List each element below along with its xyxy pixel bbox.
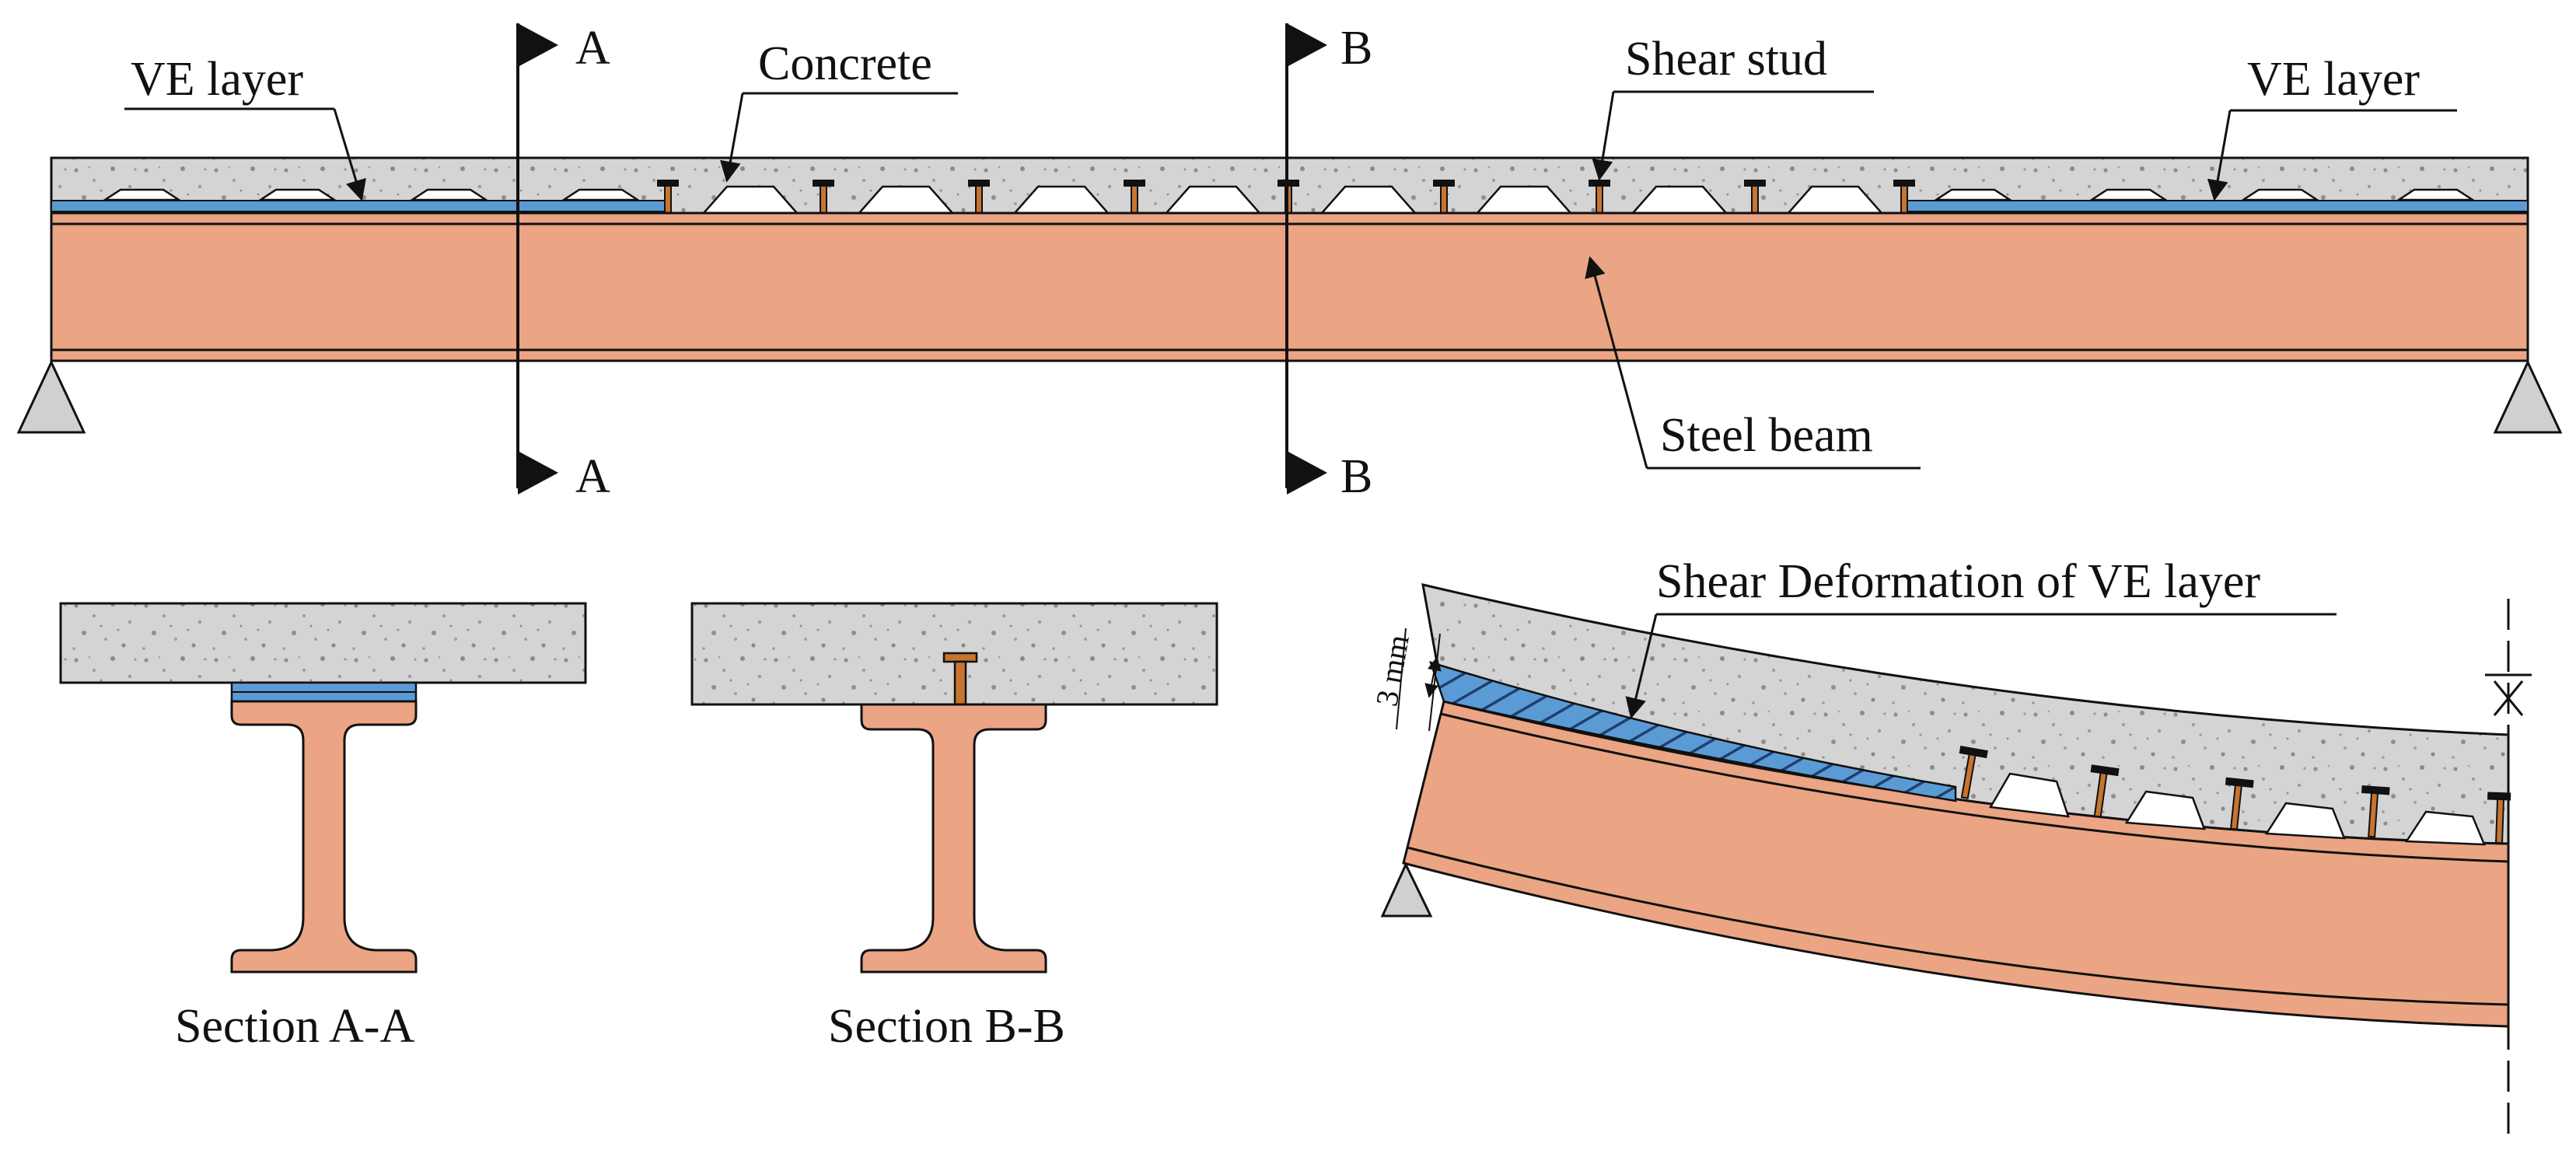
support-right — [2493, 359, 2563, 434]
callout-steel-beam: Steel beam — [1585, 256, 1921, 470]
steel-beam-bottom-flange — [50, 348, 2529, 362]
deformed-steel-bottom-flange-line — [1407, 846, 2509, 1006]
section-aa-slab — [59, 602, 587, 684]
ve-layer-right-label: VE layer — [2247, 53, 2420, 106]
callout-ve-layer-right: VE layer — [2207, 53, 2457, 201]
shear-deformation-label: Shear Deformation of VE layer — [1656, 555, 2260, 608]
section-aa-label: Section A-A — [175, 1000, 414, 1053]
shear-stud-3 — [968, 180, 990, 214]
section-cut-b: B B — [1285, 22, 1372, 503]
main-elevation: A A B B VE layer Concrete Shear stud VE — [16, 22, 2563, 503]
shear-stud-label: Shear stud — [1625, 33, 1827, 86]
deformed-deck-voids — [1988, 772, 2486, 846]
section-a-top-label: A — [575, 22, 610, 75]
callout-concrete: Concrete — [719, 37, 958, 183]
ve-layer-left-label: VE layer — [131, 53, 303, 106]
concrete-label: Concrete — [758, 37, 932, 90]
section-b-top-label: B — [1340, 22, 1372, 75]
section-bb-label: Section B-B — [828, 1000, 1065, 1053]
callout-shear-deformation: Shear Deformation of VE layer — [1625, 555, 2337, 719]
deformed-steel-top-flange-line — [1440, 712, 2509, 863]
section-cut-a: A A — [516, 22, 610, 503]
dimension-3mm: 3 mm — [1369, 627, 1442, 732]
deck-voids-right — [1932, 188, 2476, 201]
callout-shear-stud: Shear stud — [1592, 33, 1874, 181]
steel-beam-label: Steel beam — [1660, 409, 1873, 462]
steel-beam-web — [50, 222, 2529, 351]
section-bb-shear-stud — [942, 652, 978, 706]
support-left — [16, 359, 86, 434]
deformed-beam-detail: 3 mm Shear Deformation of VE layer — [1369, 555, 2532, 1139]
section-b-bottom-label: B — [1340, 450, 1372, 503]
deformed-support — [1380, 862, 1433, 918]
symmetry-symbol — [2485, 673, 2532, 716]
section-bb: Section B-B — [690, 602, 1218, 1053]
callout-ve-layer-left: VE layer — [124, 53, 366, 201]
section-aa-i-beam — [230, 700, 418, 973]
deformed-shear-studs — [1959, 746, 2511, 844]
steel-beam-top-flange — [50, 211, 2529, 225]
ve-layer-right — [1904, 200, 2529, 212]
ve-layer-left — [51, 200, 666, 212]
section-aa: Section A-A — [59, 602, 587, 1053]
deck-voids-left — [101, 188, 641, 201]
dimension-3mm-label: 3 mm — [1369, 632, 1416, 709]
section-a-bottom-label: A — [575, 450, 610, 503]
section-bb-i-beam — [860, 703, 1047, 973]
